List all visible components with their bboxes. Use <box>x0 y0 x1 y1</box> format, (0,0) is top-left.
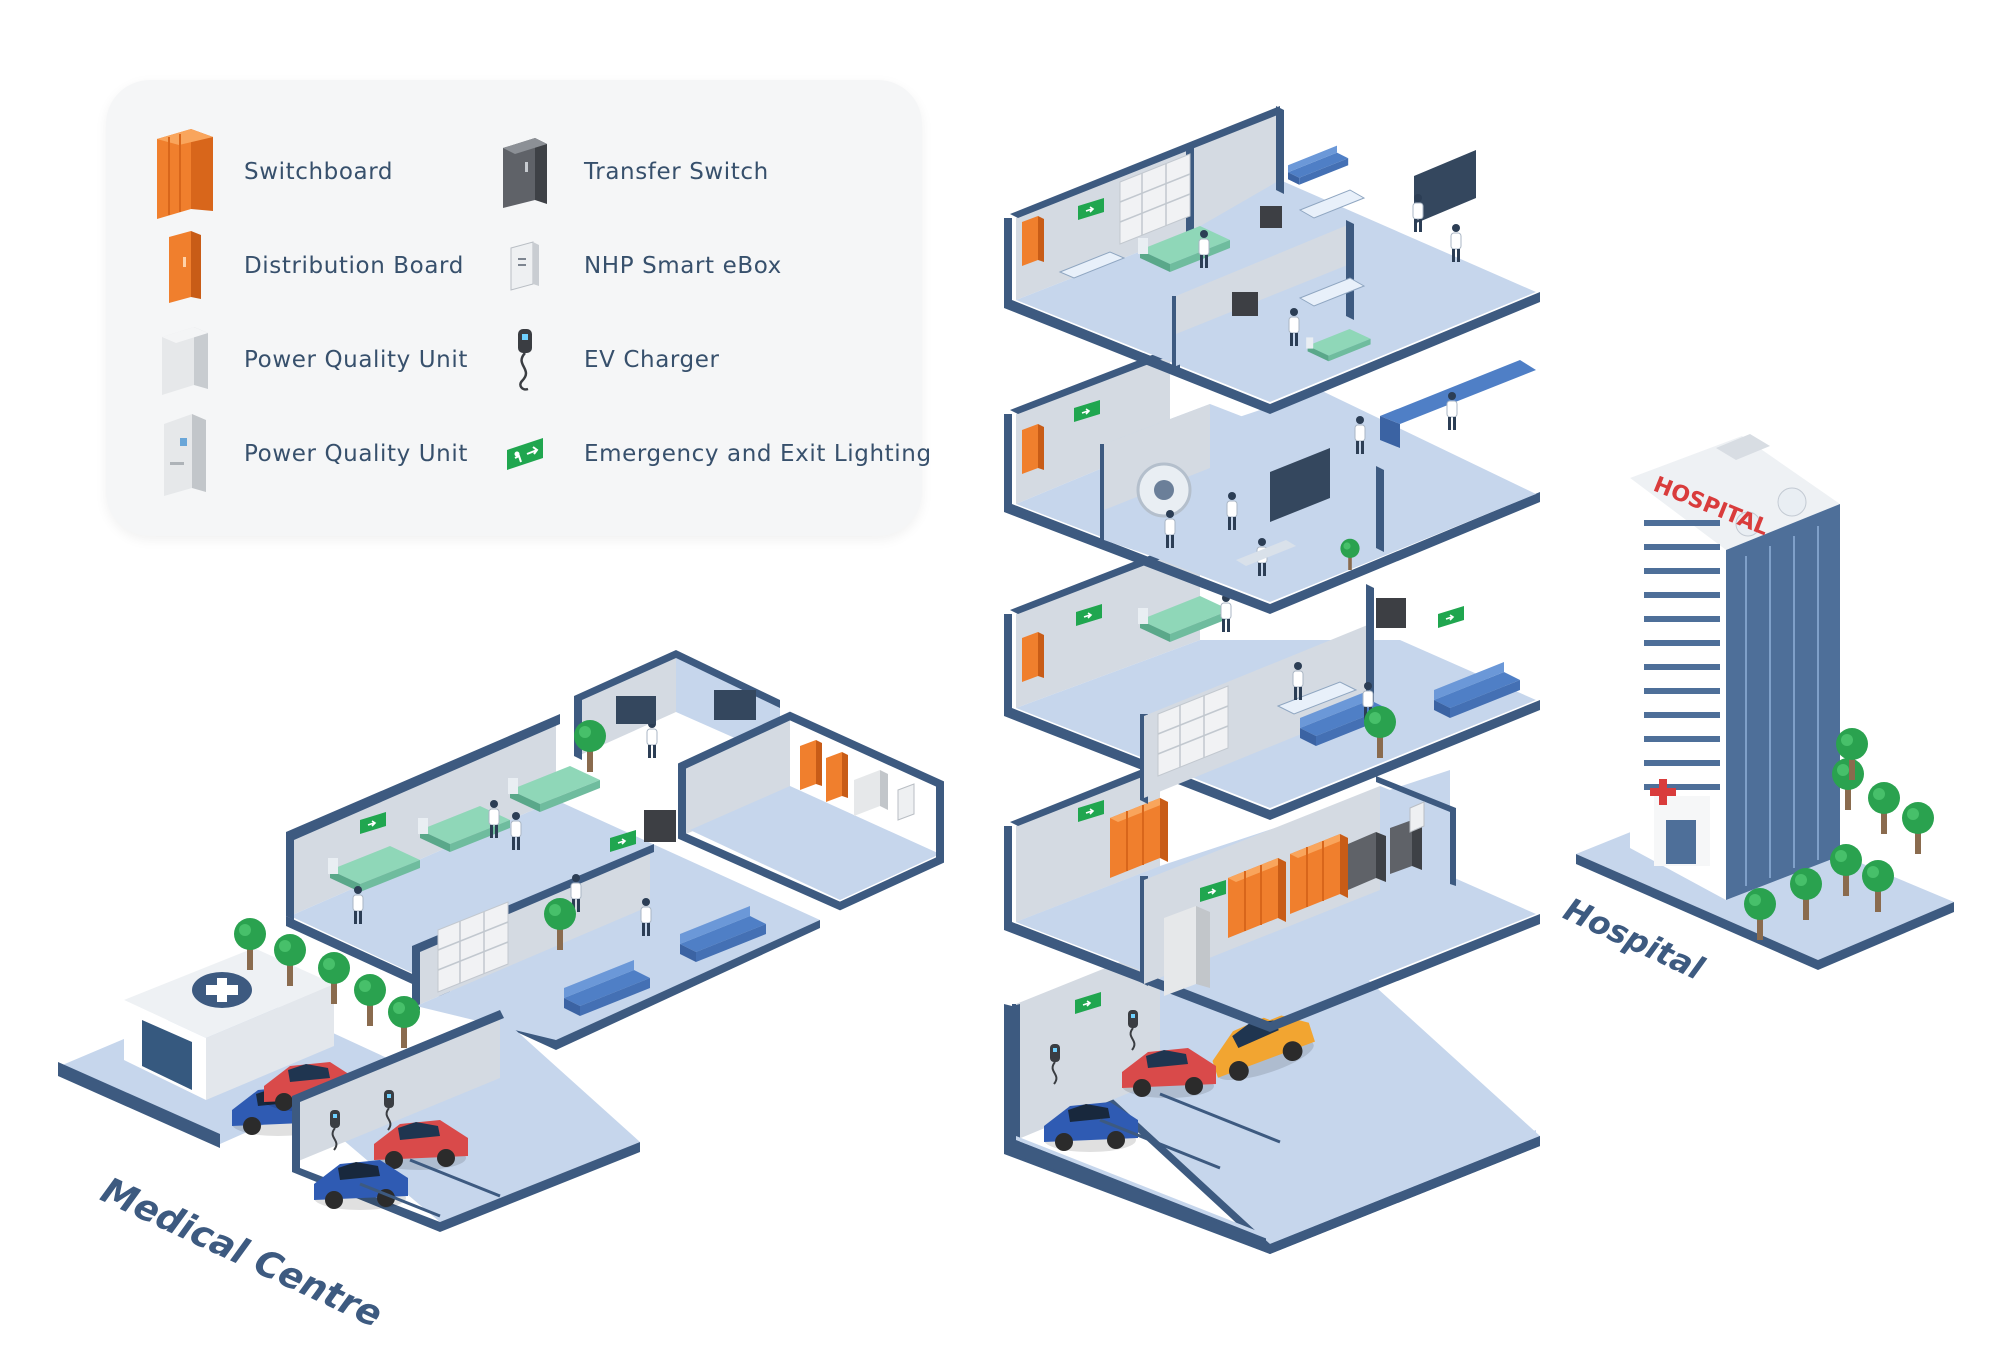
legend-panel: Switchboard Distribution Board Power Qua… <box>106 80 931 536</box>
ev-charger-icon <box>490 310 560 410</box>
hospital-building: HOSPITAL <box>1576 434 1954 970</box>
power-quality-unit-icon <box>150 310 220 410</box>
switchboard-icon <box>150 122 220 222</box>
smart-ebox-icon <box>490 216 560 316</box>
legend-item-distribution-board: Distribution Board <box>150 216 464 316</box>
legend-item-ev-charger: EV Charger <box>490 310 720 410</box>
legend-item-smart-ebox: NHP Smart eBox <box>490 216 782 316</box>
medical-centre-building <box>58 918 640 1232</box>
hospital-surgery-level <box>1004 106 1540 414</box>
legend-label: Emergency and Exit Lighting <box>584 441 932 467</box>
red-cross-icon <box>1650 779 1676 805</box>
legend-item-power-quality-cabinet: Power Quality Unit <box>150 404 468 504</box>
exit-sign-icon <box>490 404 560 504</box>
hospital-facade-windows <box>1644 520 1720 790</box>
hospital-imaging-level <box>1004 348 1540 614</box>
legend-item-transfer-switch: Transfer Switch <box>490 122 769 222</box>
power-quality-cabinet-icon <box>150 404 220 504</box>
legend-item-exit-lighting: Emergency and Exit Lighting <box>490 404 932 504</box>
legend-label: NHP Smart eBox <box>584 253 782 279</box>
distribution-board-icon <box>150 216 220 316</box>
legend-item-switchboard: Switchboard <box>150 122 393 222</box>
transfer-switch-icon <box>490 122 560 222</box>
hospital-plant-room-level <box>1004 762 1540 1032</box>
hospital-parking-level <box>1004 900 1540 1254</box>
medical-cross-icon <box>192 972 252 1008</box>
legend-label: Power Quality Unit <box>244 347 468 373</box>
legend-item-power-quality-unit: Power Quality Unit <box>150 310 468 410</box>
legend-label: Power Quality Unit <box>244 441 468 467</box>
legend-label: Transfer Switch <box>584 159 769 185</box>
legend-label: Distribution Board <box>244 253 464 279</box>
legend-label: Switchboard <box>244 159 394 185</box>
hospital-side-windows <box>1745 526 1819 886</box>
legend-label: EV Charger <box>584 347 720 373</box>
